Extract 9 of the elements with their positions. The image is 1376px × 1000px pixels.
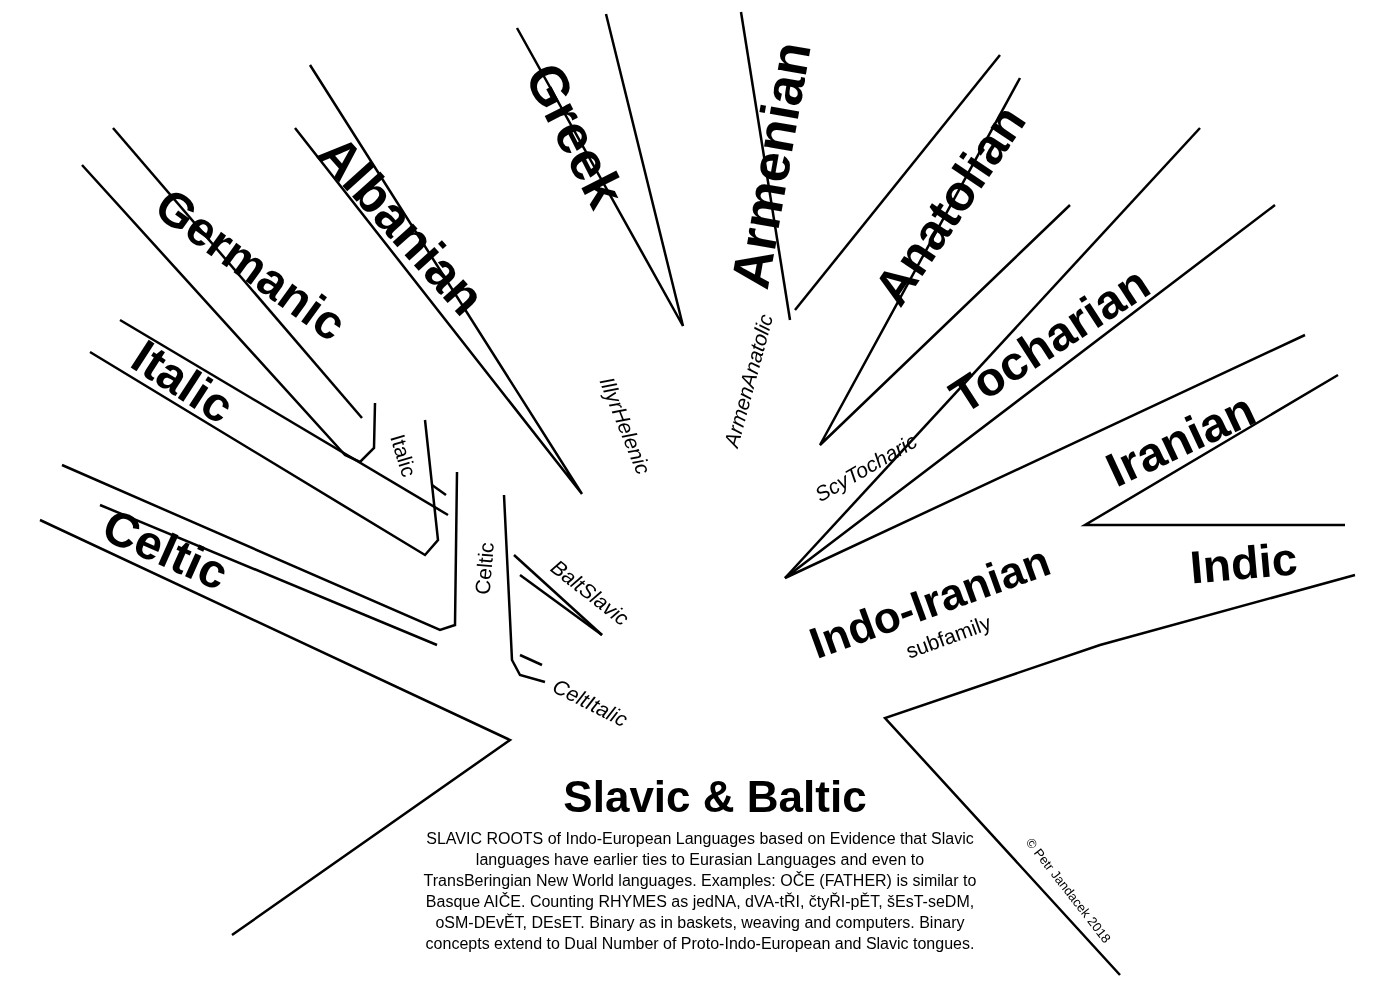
- branch-label: Italic: [123, 332, 242, 432]
- branch-label: Greek: [516, 54, 634, 216]
- branch-label: Celtic: [95, 501, 235, 599]
- branch-label: Armenian: [721, 37, 819, 293]
- description-paragraph: SLAVIC ROOTS of Indo-European Languages based on Evidence that Slavic languages have earlier ties to Eurasian Languages and even to TransBeringian New World languages. Examples: OČE (FATHER) is similar to Basque AIČE. Counting RHYMES as jedNA, dVA-tŘI, čtyŘI-pĚT, šEsT-seDM, oSM-DEvĚT, DEsET. Binary as in baskets, weaving and computers. Binary concepts extend to Dual Number of Proto-Indo-European and Slavic tongues.: [422, 829, 978, 954]
- branch-label: Indic: [1187, 535, 1299, 591]
- sub-branch-label: Celtic: [471, 540, 497, 596]
- title: Slavic & Baltic: [562, 772, 868, 822]
- sub-branch-label: Italic: [386, 431, 420, 479]
